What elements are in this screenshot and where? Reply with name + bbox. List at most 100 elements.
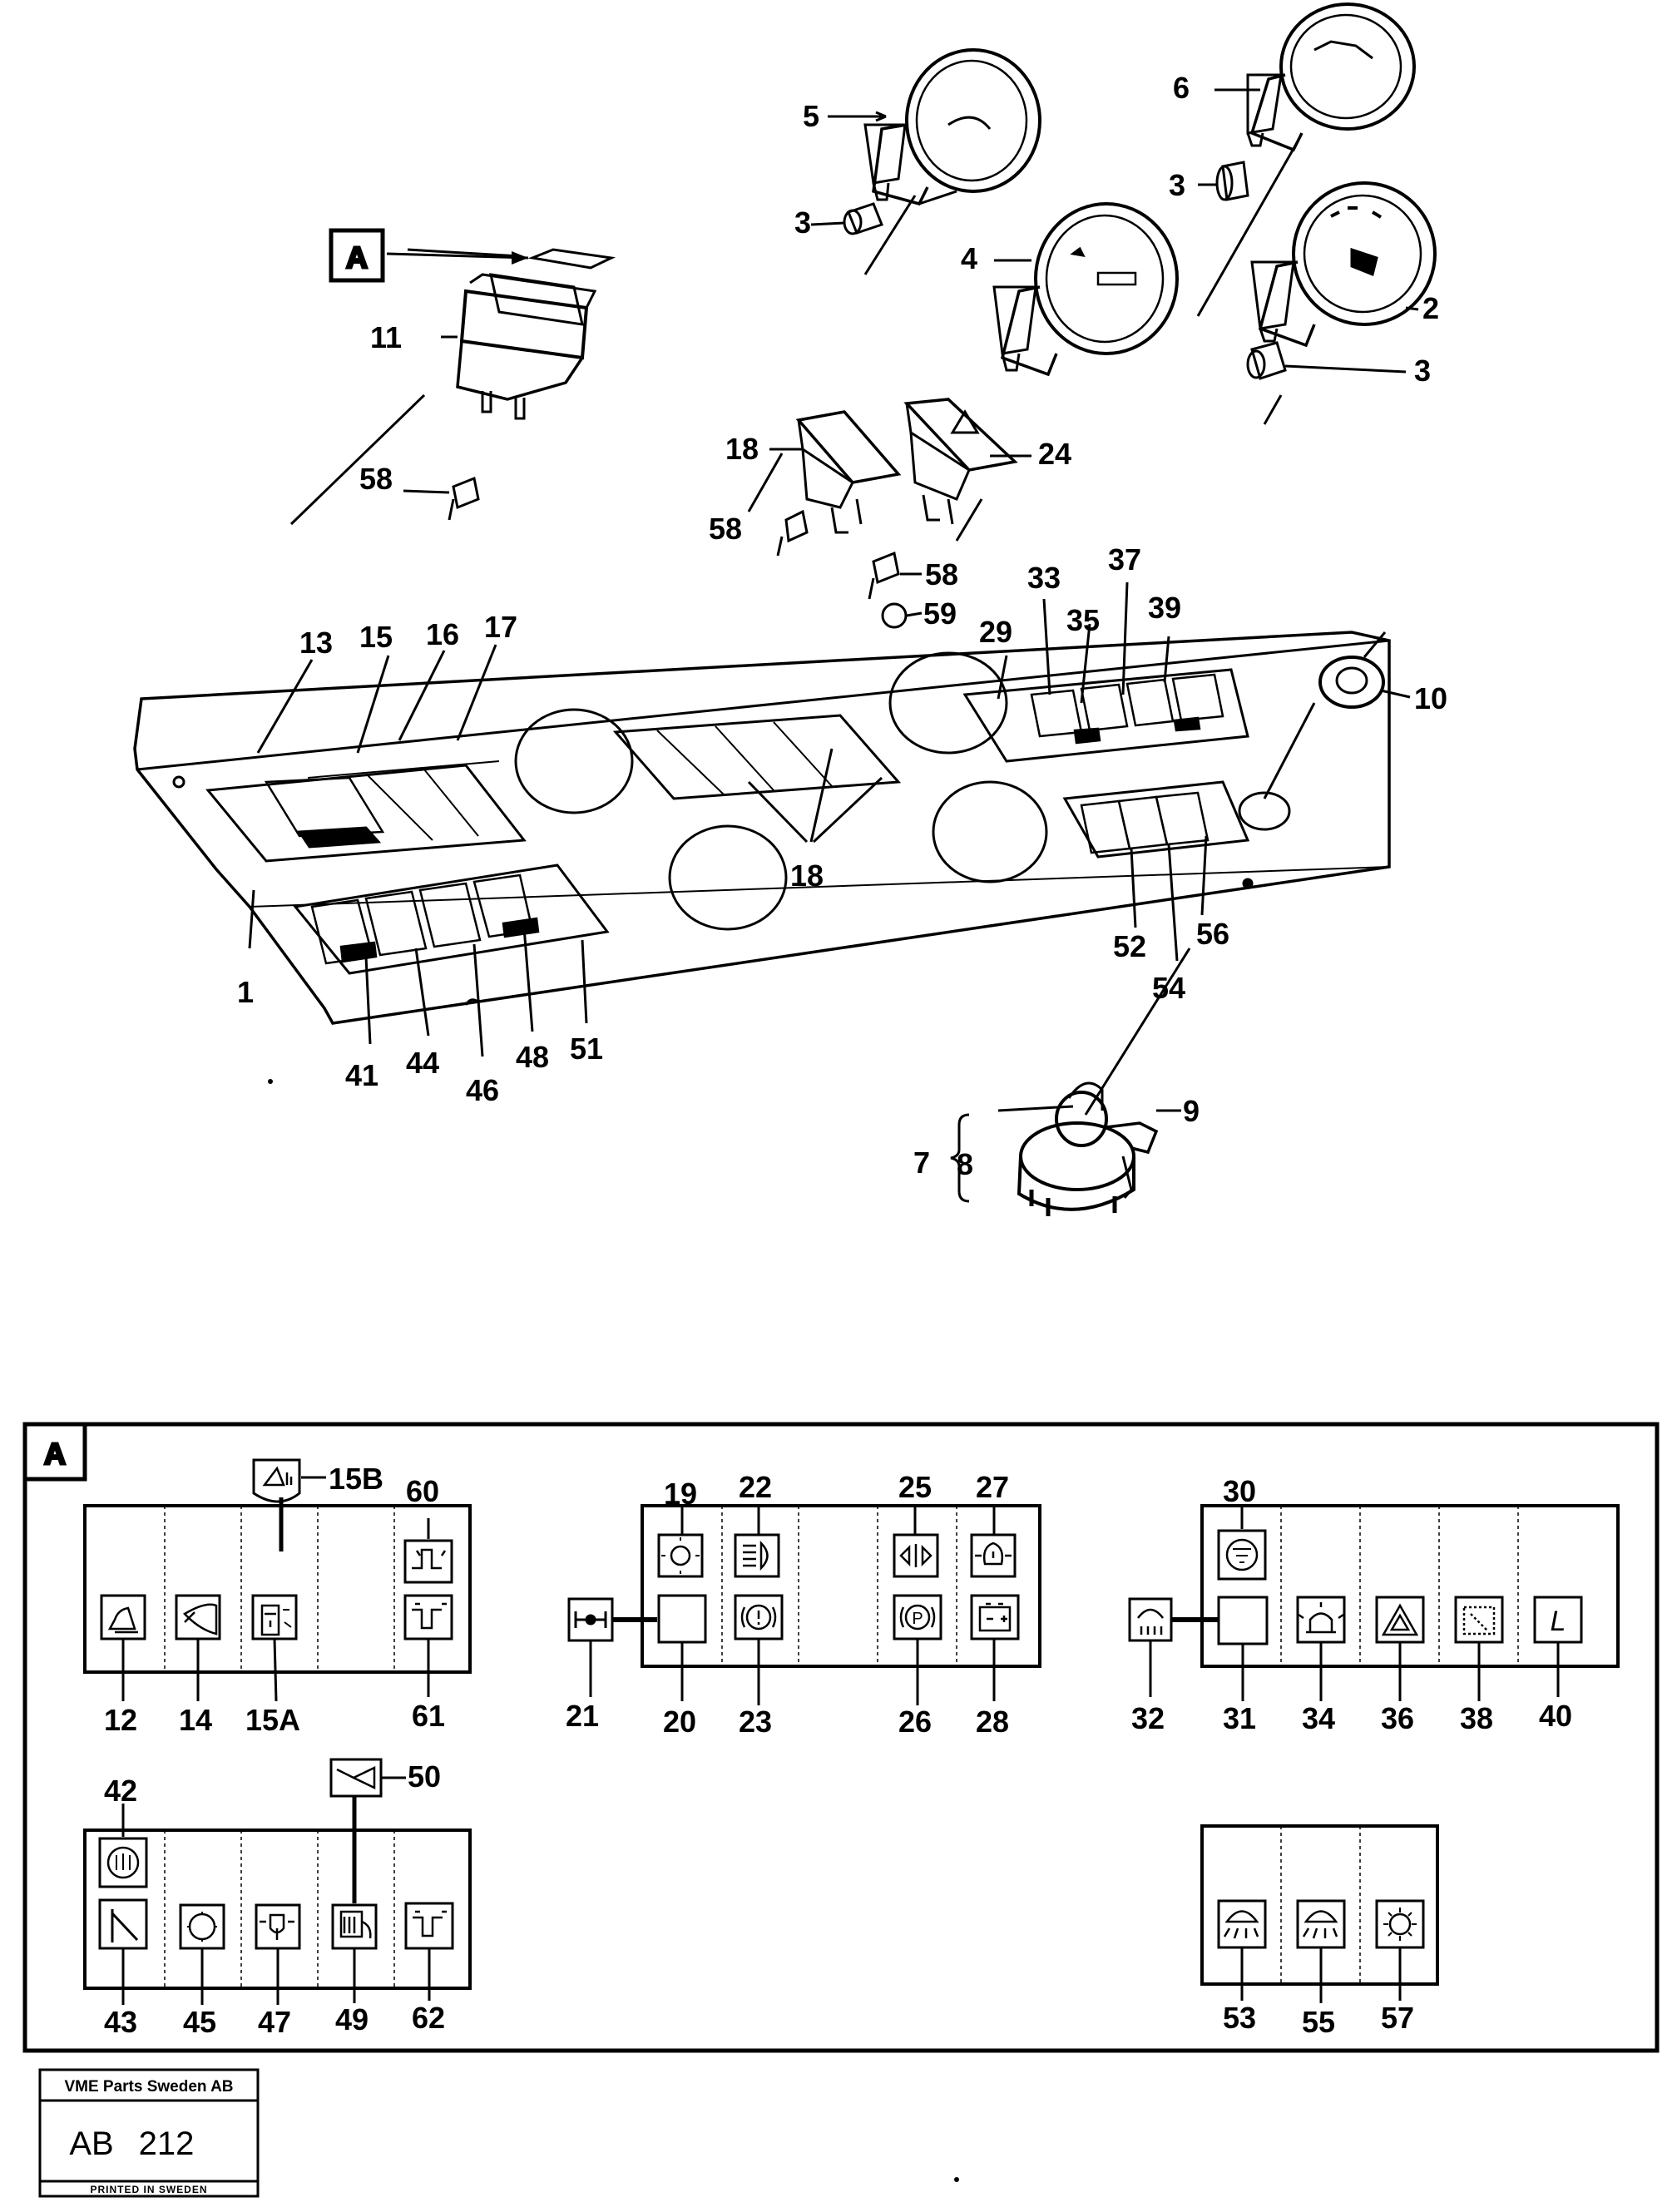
callout-42: 42 [104, 1774, 137, 1808]
callouts-detail-a: 15B 60 12 14 15A 61 19 22 25 27 21 20 23… [104, 1462, 1572, 2039]
callout-32: 32 [1131, 1701, 1165, 1735]
callout-26: 26 [898, 1705, 932, 1739]
callout-40: 40 [1539, 1699, 1572, 1733]
callout-19: 19 [664, 1477, 697, 1511]
callout-33: 33 [1027, 561, 1061, 595]
detail-label-box: A [44, 1437, 66, 1471]
callout-37: 37 [1108, 542, 1141, 577]
gauge-4 [992, 202, 1179, 377]
stamp-footer: PRINTED IN SWEDEN [90, 2184, 207, 2195]
callout-3-b: 3 [1169, 168, 1185, 202]
callout-15b: 15B [329, 1462, 383, 1496]
callout-56: 56 [1196, 917, 1229, 951]
stamp-code-prefix: AB [69, 2125, 113, 2162]
callout-28: 28 [976, 1705, 1009, 1739]
callout-4: 4 [961, 241, 977, 275]
rocker-switch-11 [289, 273, 597, 526]
switch-cap [527, 248, 616, 270]
callout-31: 31 [1223, 1701, 1256, 1735]
leader-lines-upper [248, 88, 1419, 1116]
callout-21: 21 [566, 1699, 599, 1733]
callout-3-a: 3 [794, 205, 811, 240]
switch-panel-bottom-left [83, 1758, 472, 2005]
parking-brake-symbol: P [912, 1610, 923, 1628]
bulb-58-b [776, 509, 809, 557]
gauge-6 [1196, 2, 1416, 317]
callout-23: 23 [739, 1705, 772, 1739]
callout-14: 14 [179, 1703, 212, 1737]
callout-29: 29 [979, 615, 1012, 649]
switch-18 [747, 410, 902, 534]
ignition-switch [1017, 1081, 1159, 1216]
callout-30: 30 [1223, 1474, 1256, 1508]
gauge-2 [1250, 181, 1437, 348]
dashboard-panel [133, 631, 1391, 1025]
callout-7: 7 [913, 1146, 930, 1180]
callout-17: 17 [484, 610, 517, 644]
bulb-3-c [1246, 341, 1407, 425]
callout-20: 20 [663, 1705, 696, 1739]
callout-15: 15 [359, 620, 393, 654]
callout-41: 41 [345, 1058, 378, 1092]
callout-25: 25 [898, 1470, 932, 1504]
nut-10 [1263, 631, 1387, 799]
callout-48: 48 [516, 1040, 549, 1074]
switch-panel-middle: P [567, 1504, 1041, 1705]
detail-a-tag [22, 1422, 87, 1482]
callout-34: 34 [1302, 1701, 1335, 1735]
callout-58-b: 58 [709, 512, 742, 546]
callout-51: 51 [570, 1032, 603, 1066]
callout-43: 43 [104, 2005, 137, 2039]
callout-39: 39 [1148, 591, 1181, 625]
bracket-7 [950, 1113, 970, 1203]
detail-label-top: A [346, 240, 368, 275]
callout-15a: 15A [245, 1703, 300, 1737]
callout-60: 60 [406, 1474, 439, 1508]
callout-58-c: 58 [925, 557, 958, 591]
callout-1: 1 [237, 975, 254, 1009]
callout-22: 22 [739, 1470, 772, 1504]
callout-6: 6 [1173, 71, 1190, 105]
callouts-upper: 5 6 3 3 3 4 2 11 58 18 24 58 58 59 13 15… [237, 71, 1447, 1181]
callout-18-a: 18 [725, 432, 759, 466]
callout-59: 59 [923, 596, 957, 631]
bulb-58-c [868, 551, 922, 600]
callout-58-a: 58 [359, 462, 393, 496]
callout-16: 16 [426, 617, 459, 651]
callout-61: 61 [412, 1699, 445, 1733]
callout-45: 45 [183, 2005, 216, 2039]
callout-5: 5 [803, 99, 819, 133]
callout-35: 35 [1066, 603, 1100, 637]
callout-44: 44 [406, 1046, 439, 1080]
symbol-l: L [1551, 1606, 1566, 1637]
callout-27: 27 [976, 1470, 1009, 1504]
bulb-58-a [403, 476, 480, 521]
callout-12: 12 [104, 1703, 137, 1737]
switch-panel-bottom-right [1200, 1824, 1439, 2003]
callout-57: 57 [1381, 2001, 1414, 2035]
detail-a-label-box [329, 228, 385, 283]
callout-52: 52 [1113, 929, 1146, 963]
callout-18-b: 18 [790, 859, 824, 893]
callout-9: 9 [1183, 1094, 1200, 1128]
callout-49: 49 [335, 2002, 369, 2036]
callout-2: 2 [1422, 291, 1439, 325]
switch-panel-left [83, 1458, 472, 1702]
callout-46: 46 [466, 1073, 499, 1107]
bulb-3-a [810, 202, 883, 235]
callout-55: 55 [1302, 2005, 1335, 2039]
parts-stamp: VME Parts Sweden AB AB 212 PRINTED IN SW… [38, 2068, 260, 2198]
switch-24 [903, 398, 1018, 542]
callout-3-c: 3 [1414, 354, 1431, 388]
callout-10: 10 [1414, 681, 1447, 715]
switch-panel-right: L [1128, 1504, 1620, 1701]
callout-53: 53 [1223, 2001, 1256, 2035]
bulb-3-b [1198, 161, 1249, 201]
callout-54: 54 [1152, 971, 1185, 1005]
callout-50: 50 [408, 1759, 441, 1794]
detail-a-frame [22, 1422, 1660, 2053]
stamp-company: VME Parts Sweden AB [64, 2078, 233, 2096]
bulb-59 [881, 602, 923, 629]
callout-13: 13 [299, 626, 333, 660]
